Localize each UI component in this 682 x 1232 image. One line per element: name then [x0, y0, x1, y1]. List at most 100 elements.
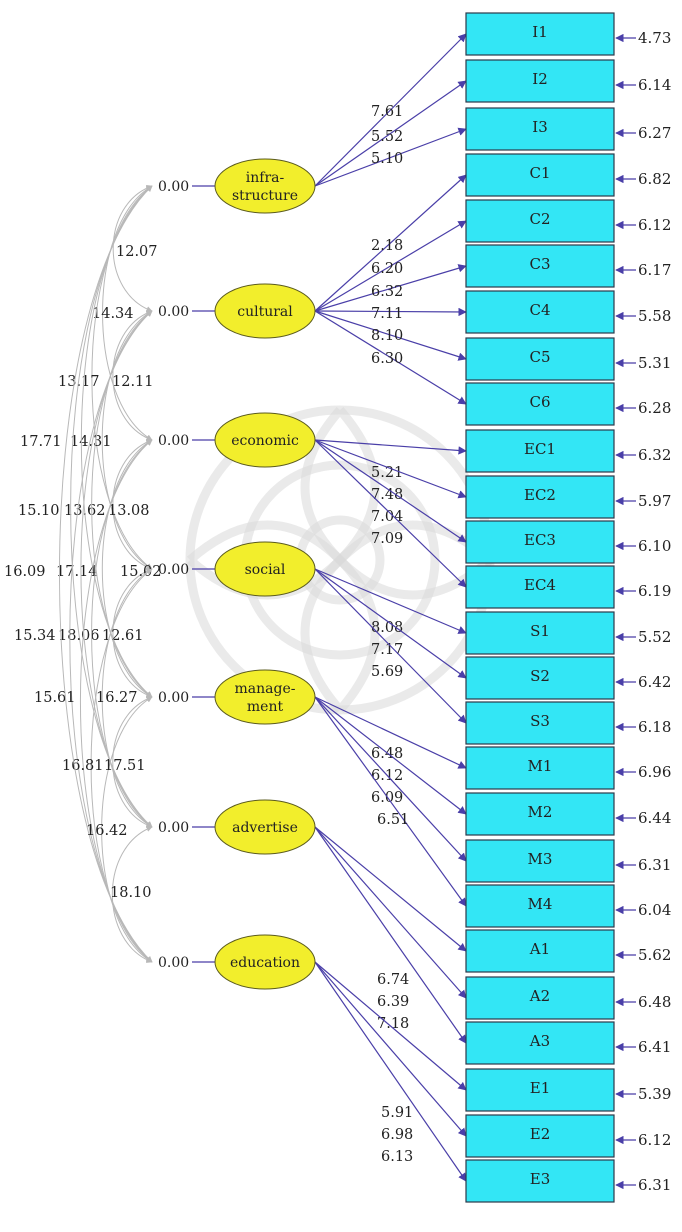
correlation-label: 17.51 — [104, 758, 146, 774]
indicator-box — [465, 382, 615, 426]
error-variance-label: 4.73 — [638, 29, 671, 47]
error-variance-label: 6.27 — [638, 124, 671, 142]
loading-label: 6.09 — [371, 790, 403, 806]
indicator-label: EC4 — [524, 576, 556, 594]
correlation-arc — [90, 568, 153, 963]
indicator-label: A1 — [529, 940, 550, 958]
indicator-box — [465, 701, 615, 745]
latent-label: advertise — [232, 820, 298, 836]
indicator-box — [465, 199, 615, 243]
indicator-box — [465, 153, 615, 197]
loading-label: 7.17 — [371, 642, 403, 658]
indicator-box — [465, 565, 615, 609]
loading-label: 5.21 — [371, 465, 403, 481]
correlation-arc — [80, 310, 153, 828]
error-variance-label: 5.52 — [638, 628, 671, 646]
loading-label: 7.04 — [371, 509, 403, 525]
error-variance-label: 6.82 — [638, 170, 671, 188]
indicator-label: C1 — [529, 164, 550, 182]
correlation-label: 16.42 — [86, 823, 128, 839]
loading-label: 6.30 — [371, 351, 403, 367]
indicator-box — [465, 1068, 615, 1112]
error-variance-label: 6.04 — [638, 901, 671, 919]
indicator-label: EC1 — [524, 440, 556, 458]
loading-path — [314, 127, 467, 187]
loading-path — [314, 220, 467, 312]
indicator-box — [465, 475, 615, 519]
correlation-arc — [91, 439, 153, 828]
variance-label: 0.00 — [158, 820, 189, 836]
loading-label: 2.18 — [371, 238, 403, 254]
latent-ellipse — [214, 799, 316, 855]
error-variance-label: 6.96 — [638, 763, 671, 781]
indicator-I1: I1 4.73 — [465, 12, 671, 56]
latent-ellipse — [214, 283, 316, 339]
error-variance-label: 6.19 — [638, 582, 671, 600]
correlation-arc — [112, 185, 153, 312]
loading-label: 7.18 — [377, 1016, 409, 1032]
error-variance-label: 6.12 — [638, 216, 671, 234]
loading-path — [314, 961, 467, 1091]
indicator-label: C2 — [529, 210, 550, 228]
indicator-box — [465, 792, 615, 836]
error-variance-label: 6.41 — [638, 1038, 671, 1056]
correlation-arc — [101, 568, 153, 828]
correlation-label: 12.61 — [102, 628, 144, 644]
error-variance-label: 6.28 — [638, 399, 671, 417]
indicator-label: M1 — [528, 757, 553, 775]
loading-label: 7.11 — [371, 306, 403, 322]
loading-label: 5.52 — [371, 129, 403, 145]
error-variance-label: 6.31 — [638, 1176, 671, 1194]
loading-path — [314, 310, 467, 361]
indicator-box — [465, 107, 615, 151]
loading-label: 5.91 — [381, 1105, 413, 1121]
indicator-label: A2 — [529, 987, 550, 1005]
correlation-label: 14.31 — [70, 434, 112, 450]
loading-path — [314, 174, 467, 312]
latent-label: education — [230, 955, 300, 971]
error-variance-label: 5.62 — [638, 946, 671, 964]
indicator-C2: C2 6.12 — [465, 199, 671, 243]
correlation-label: 13.08 — [108, 503, 150, 519]
correlation-arc — [112, 826, 153, 963]
indicator-box — [465, 929, 615, 973]
latent-label: social — [245, 562, 286, 578]
loading-path — [314, 439, 467, 588]
correlation-arc — [112, 568, 153, 698]
loading-path — [314, 826, 467, 1044]
loading-label: 6.48 — [371, 746, 403, 762]
loading-label: 6.13 — [381, 1149, 413, 1165]
indicator-box — [465, 884, 615, 928]
indicator-box — [465, 12, 615, 56]
indicator-label: I1 — [532, 23, 547, 41]
correlation-label: 18.06 — [58, 628, 100, 644]
latent-ellipse — [214, 412, 316, 468]
indicator-box — [465, 520, 615, 564]
correlation-arc — [101, 439, 153, 698]
correlation-label: 12.07 — [116, 244, 158, 260]
indicator-label: EC2 — [524, 486, 556, 504]
loading-label: 6.39 — [377, 994, 409, 1010]
loading-label: 6.74 — [377, 972, 409, 988]
indicator-M1: M1 6.96 — [465, 746, 671, 790]
loading-label: 7.09 — [371, 531, 403, 547]
correlation-label: 17.14 — [56, 564, 98, 580]
correlation-label: 16.81 — [62, 758, 104, 774]
indicator-box — [465, 244, 615, 288]
correlation-arc — [101, 310, 153, 570]
indicator-box — [465, 1021, 615, 1065]
loading-path — [314, 961, 467, 1182]
